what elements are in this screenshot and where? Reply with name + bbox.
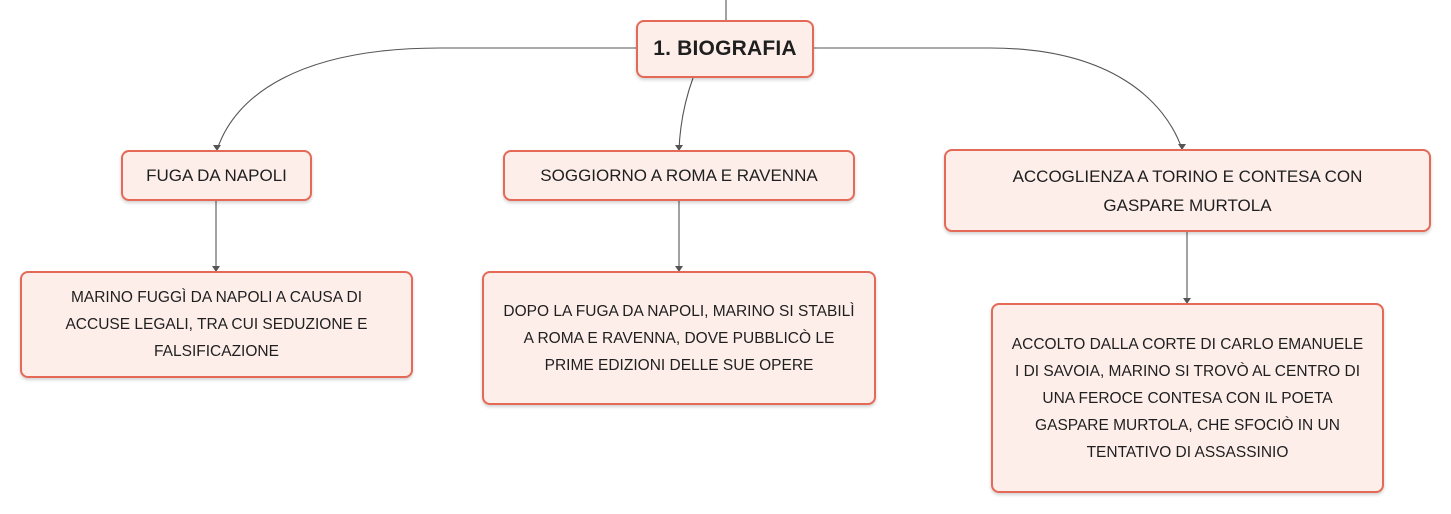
root-node-label: 1. BIOGRAFIA [653, 37, 797, 60]
topic-node-label: FUGA DA NAPOLI [146, 166, 287, 185]
topic-node-fuga-da-napoli[interactable]: FUGA DA NAPOLI [121, 150, 312, 201]
arrowhead-soggiorno [675, 145, 683, 151]
root-node-biografia[interactable]: 1. BIOGRAFIA [636, 20, 814, 78]
arrowhead-soggiorno-detail [675, 266, 683, 272]
connector-root-to-soggiorno [678, 77, 694, 151]
detail-node-soggiorno-roma-ravenna[interactable]: DOPO LA FUGA DA NAPOLI, MARINO SI STABIL… [482, 271, 876, 405]
arrowhead-torino [1178, 144, 1186, 150]
topic-node-accoglienza-torino[interactable]: ACCOGLIENZA A TORINO E CONTESA CON GASPA… [944, 149, 1431, 232]
connector-root-to-fuga [216, 47, 636, 151]
topic-node-soggiorno-roma-ravenna[interactable]: SOGGIORNO A ROMA E RAVENNA [503, 150, 855, 201]
arrowhead-fuga-detail [212, 266, 220, 272]
arrowhead-torino-detail [1183, 298, 1191, 304]
detail-node-text: ACCOLTO DALLA CORTE DI CARLO EMANUELE I … [1011, 335, 1364, 461]
topic-node-label: ACCOGLIENZA A TORINO E CONTESA CON GASPA… [1012, 166, 1363, 215]
detail-node-fuga-da-napoli[interactable]: MARINO FUGGÌ DA NAPOLI A CAUSA DI ACCUSE… [20, 271, 413, 378]
detail-node-accoglienza-torino[interactable]: ACCOLTO DALLA CORTE DI CARLO EMANUELE I … [991, 303, 1384, 493]
detail-node-text: MARINO FUGGÌ DA NAPOLI A CAUSA DI ACCUSE… [65, 289, 368, 360]
arrowhead-fuga [213, 145, 221, 151]
connector-root-to-torino [814, 47, 1183, 150]
detail-node-text: DOPO LA FUGA DA NAPOLI, MARINO SI STABIL… [503, 302, 855, 374]
topic-node-label: SOGGIORNO A ROMA E RAVENNA [540, 166, 818, 185]
